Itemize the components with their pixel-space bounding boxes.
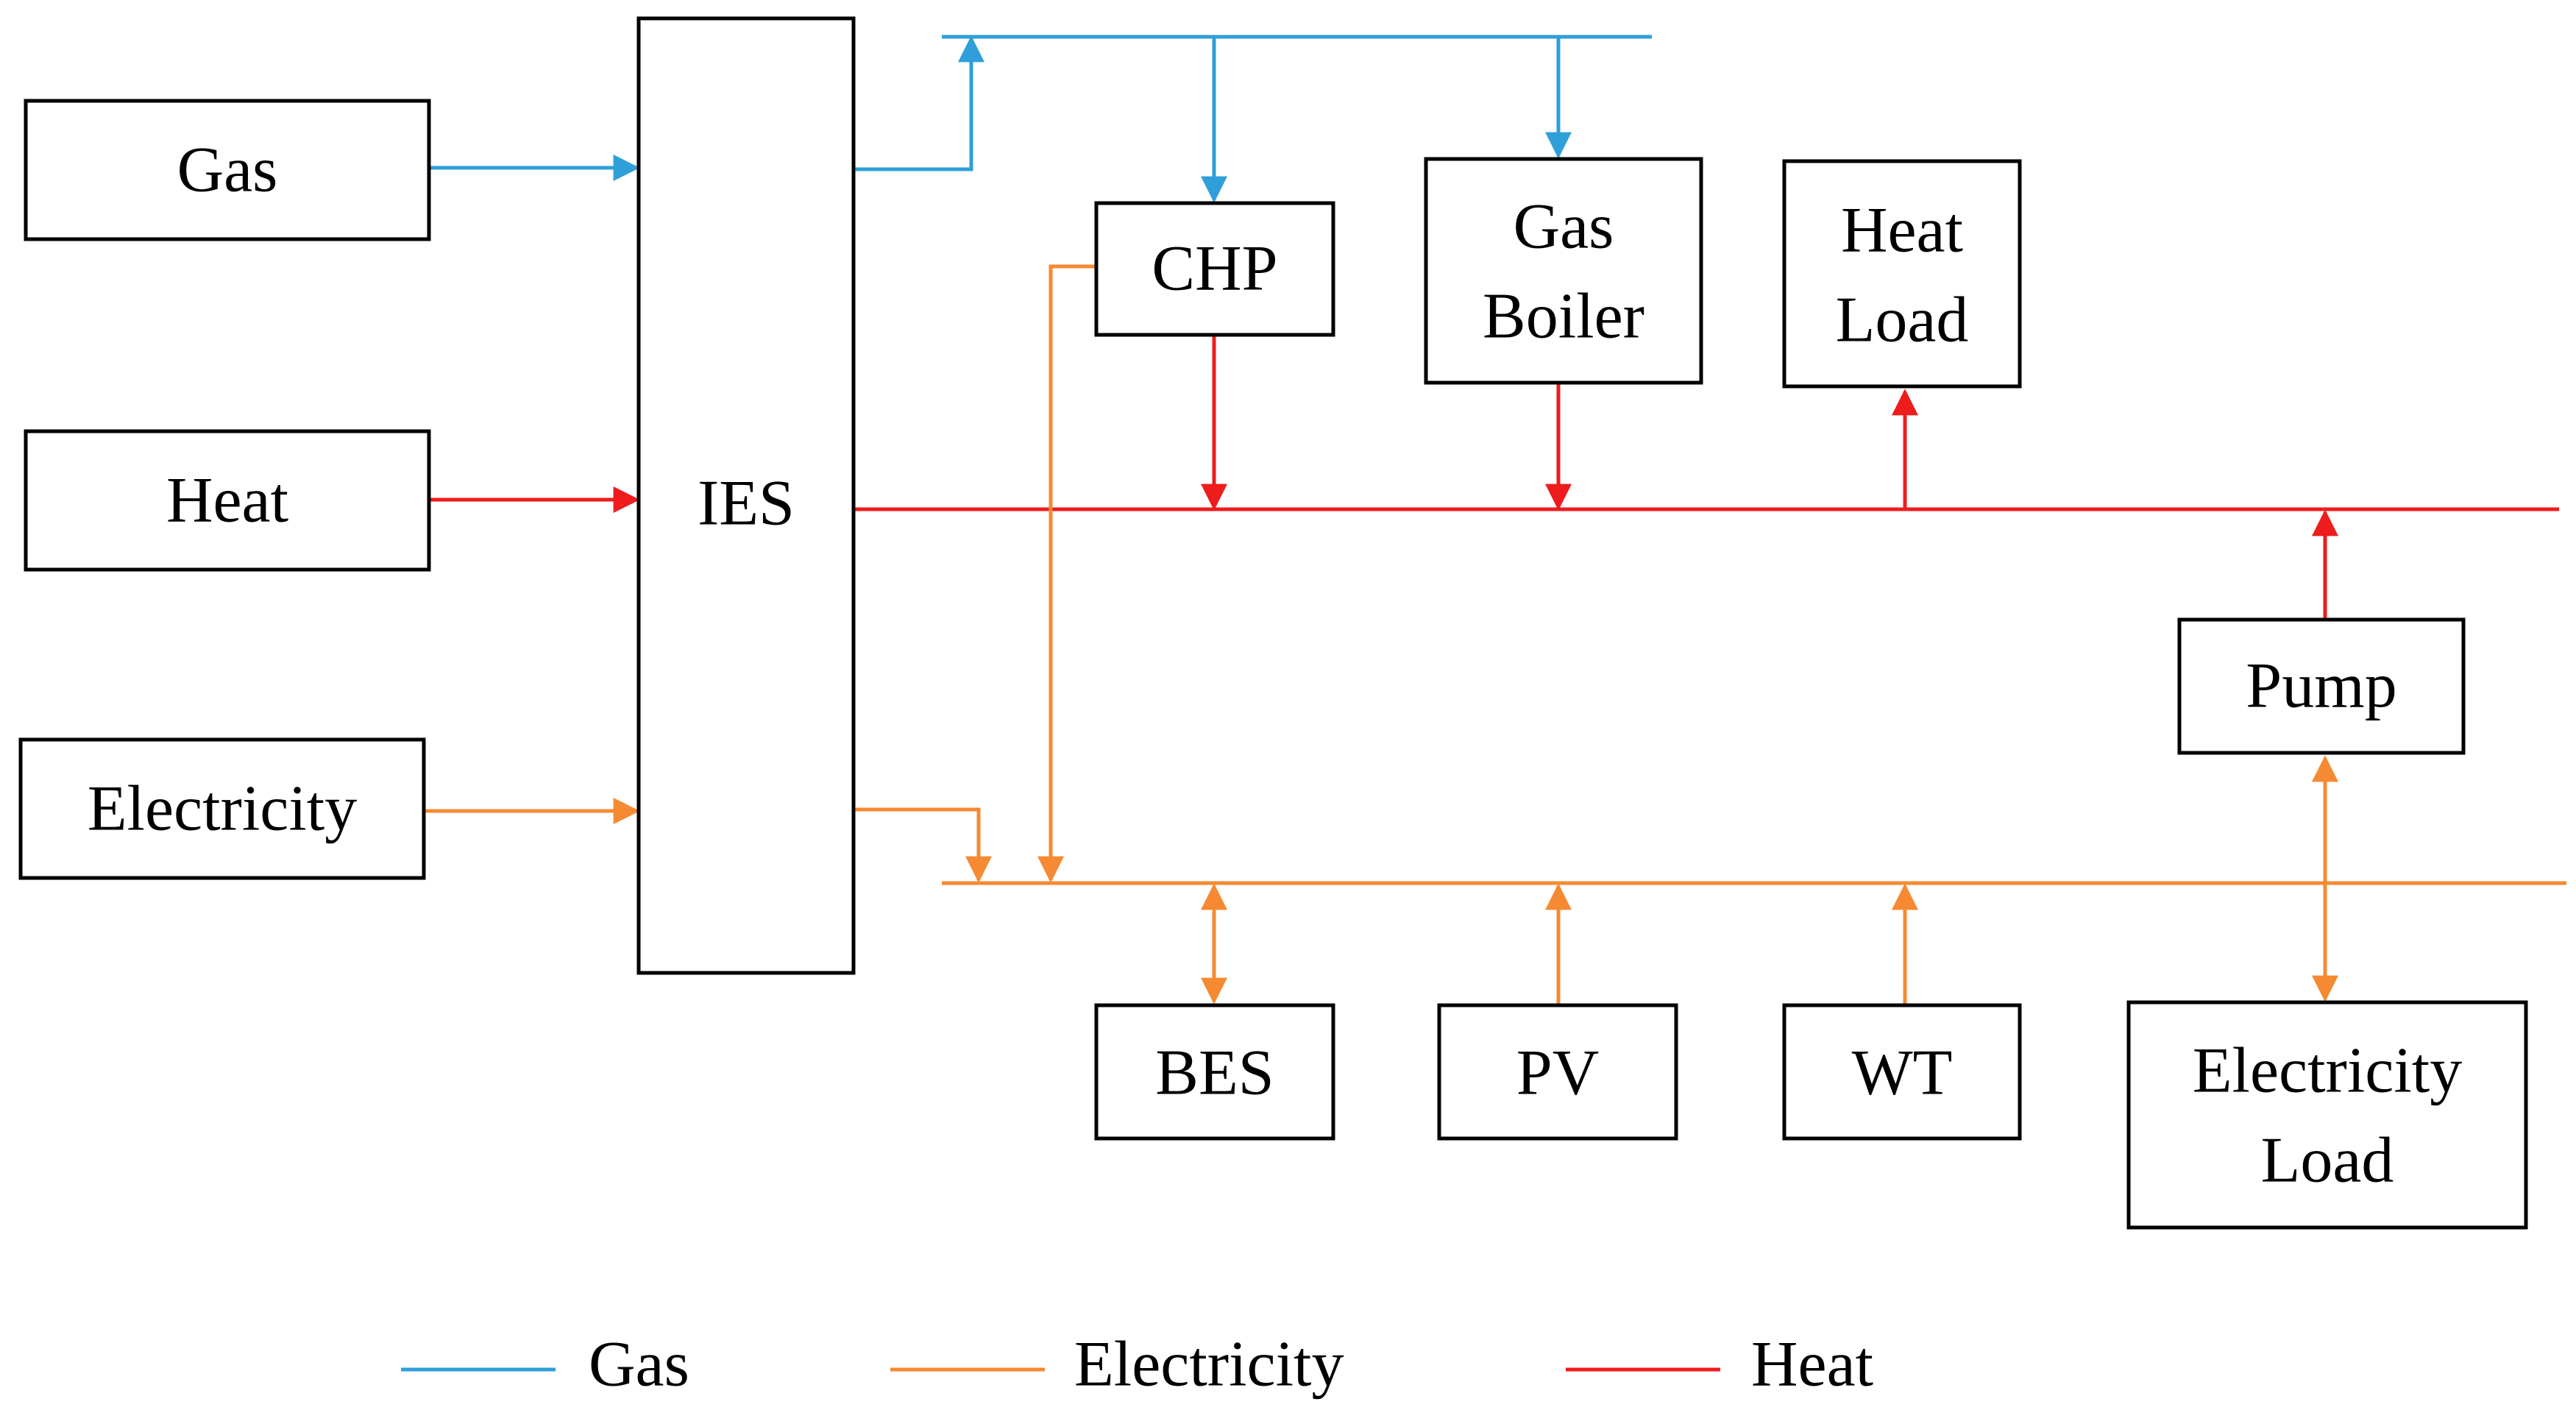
chp-node: CHP (1094, 201, 1335, 337)
heat-load-node: Heat Load (1782, 159, 2022, 389)
gas-network (429, 35, 1652, 203)
wt-label: WT (1852, 1038, 1953, 1109)
heat-source-node: Heat (24, 429, 431, 572)
heat-source-label: Heat (166, 465, 288, 536)
gas-source-node: Gas (24, 99, 431, 241)
electricity-load-label-line2: Load (2261, 1125, 2394, 1197)
ies-node: IES (636, 16, 856, 975)
heat-network (429, 335, 2559, 618)
legend-gas-label: Gas (589, 1329, 689, 1400)
bes-node: BES (1094, 1003, 1335, 1141)
electricity-load-node: Electricity Load (2126, 1000, 2528, 1230)
legend: Gas Electricity Heat (401, 1329, 1873, 1400)
heat-load-label-line1: Heat (1841, 195, 1963, 266)
gas-boiler-label-line2: Boiler (1483, 281, 1644, 353)
gas-boiler-label-line1: Gas (1514, 191, 1614, 263)
heat-load-label-line2: Load (1836, 285, 1969, 356)
electricity-source-node: Electricity (18, 737, 426, 880)
pv-label: PV (1516, 1038, 1600, 1109)
gas-source-label: Gas (177, 135, 278, 206)
pump-label: Pump (2246, 651, 2396, 722)
electricity-source-label: Electricity (88, 773, 357, 845)
electricity-network (424, 264, 2566, 1005)
ies-to-electricity-bus-line (854, 807, 992, 883)
chp-to-electricity-bus-line (1037, 264, 1096, 883)
bes-label: BES (1155, 1038, 1274, 1109)
wt-node: WT (1782, 1003, 2022, 1141)
gas-boiler-node: Gas Boiler (1424, 157, 1703, 385)
ies-label: IES (698, 468, 795, 539)
pv-node: PV (1437, 1003, 1678, 1141)
legend-heat-label: Heat (1751, 1329, 1873, 1400)
pump-node: Pump (2177, 617, 2466, 755)
chp-label: CHP (1152, 233, 1277, 305)
electricity-load-label-line1: Electricity (2193, 1035, 2462, 1107)
ies-to-gas-bus-line (854, 35, 984, 171)
legend-electricity-label: Electricity (1074, 1329, 1344, 1400)
